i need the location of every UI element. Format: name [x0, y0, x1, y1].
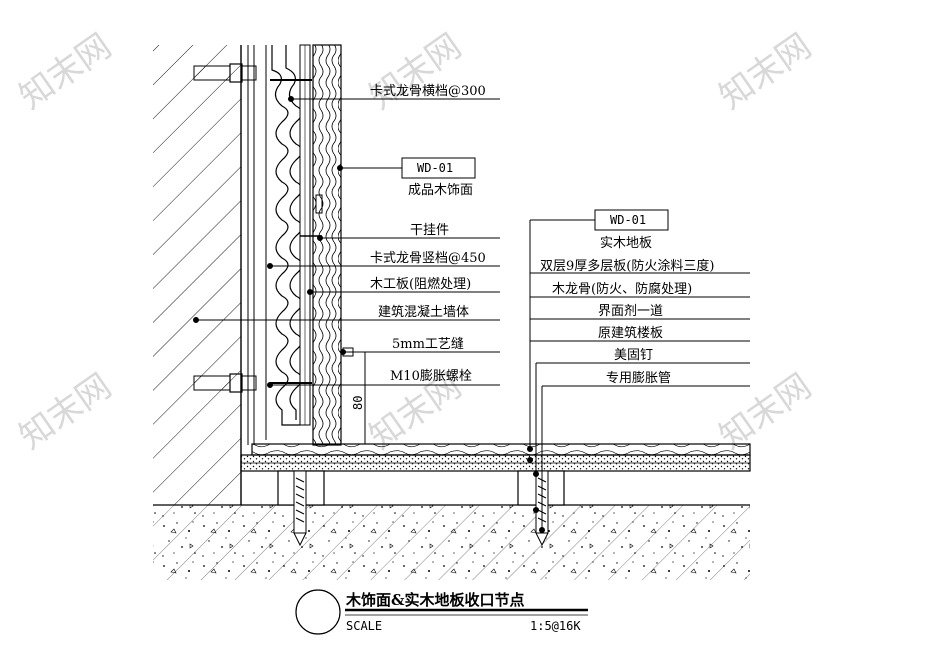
callout-floor-slab: 原建筑楼板 [598, 325, 663, 341]
callout-floor-tag: WD-01 [610, 213, 646, 227]
callout-wood-veneer: 成品木饰面 [408, 183, 473, 198]
right-leaders [527, 219, 750, 533]
dimension-label: 80 [351, 396, 365, 410]
tag-box-floor [594, 209, 669, 231]
callout-solid-wood: 实木地板 [600, 236, 652, 251]
callout-cross-keel: 卡式龙骨横档@300 [370, 84, 486, 99]
scale-value: 1:5@16K [530, 619, 581, 633]
callout-nail: 美固钉 [614, 348, 653, 363]
watermark: 知末网 [12, 26, 118, 117]
callout-5mm-gap: 5mm工艺缝 [392, 337, 464, 352]
callout-wood-keel: 木龙骨(防火、防腐处理) [552, 281, 692, 297]
left-leaders [193, 96, 500, 388]
callout-blockboard: 木工板(阻燃处理) [370, 276, 471, 292]
floor-slab [153, 504, 750, 580]
callout-concrete-wall: 建筑混凝土墙体 [378, 304, 469, 320]
callout-interface-agent: 界面剂一道 [598, 304, 663, 319]
callout-expansion-tube: 专用膨胀管 [606, 371, 671, 386]
detail-symbol [295, 589, 341, 635]
callout-plywood: 双层9厚多层板(防火涂料三度) [540, 258, 714, 274]
scale-label: SCALE [346, 619, 382, 633]
watermark: 知末网 [362, 26, 468, 117]
watermark: 知末网 [12, 366, 118, 457]
title-block: 木饰面&实木地板收口节点 SCALE 1:5@16K [295, 589, 588, 635]
callout-hanger: 干挂件 [410, 223, 449, 238]
callout-wall-tag: WD-01 [417, 161, 453, 175]
anchor-left [293, 470, 307, 547]
wall-finish-system [193, 44, 354, 446]
drawing-title: 木饰面&实木地板收口节点 [345, 591, 525, 609]
concrete-wall [153, 45, 242, 505]
tag-box-wall [401, 157, 476, 179]
callout-expansion-bolt: M10膨胀螺栓 [390, 369, 472, 384]
watermark: 知末网 [712, 26, 818, 117]
callout-vertical-keel: 卡式龙骨竖档@450 [370, 251, 486, 266]
